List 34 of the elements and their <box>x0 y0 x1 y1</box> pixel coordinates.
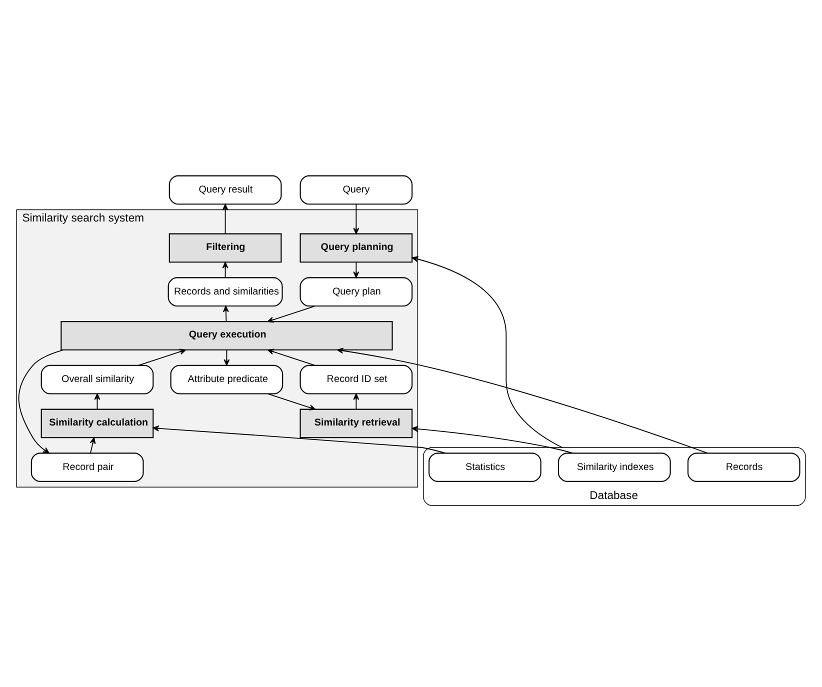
node-box: Overall similarity <box>40 364 154 394</box>
arrow <box>224 350 230 366</box>
node-box: Filtering <box>168 233 282 263</box>
node-box: Query result <box>168 175 282 205</box>
arrow <box>353 394 360 410</box>
arrow <box>222 306 229 322</box>
arrow <box>353 262 360 278</box>
node-box: Records <box>687 452 800 482</box>
node-box: Record pair <box>30 452 144 482</box>
arrow <box>138 348 186 366</box>
node-box: Similarity indexes <box>558 452 671 482</box>
arrow <box>267 306 316 323</box>
node-box: Attribute predicate <box>170 364 284 394</box>
arrow <box>152 425 446 454</box>
node-box: Records and similarities <box>168 277 283 307</box>
arrow <box>18 349 64 454</box>
arrow <box>412 426 574 454</box>
arrow <box>222 262 228 278</box>
arrow <box>267 393 316 410</box>
node-box: Similarity calculation <box>40 408 154 438</box>
arrow <box>336 348 708 454</box>
arrow <box>90 437 96 454</box>
node-box: Query execution <box>60 321 393 350</box>
node-box: Similarity retrieval <box>300 408 413 438</box>
node-box: Query planning <box>300 233 413 263</box>
node-box: Query <box>300 175 413 205</box>
node-box: Statistics <box>428 452 542 482</box>
node-box: Query plan <box>300 277 413 307</box>
node-box: Record ID set <box>300 364 413 394</box>
arrow <box>94 394 100 410</box>
arrow <box>222 204 228 234</box>
arrow <box>353 204 360 234</box>
arrow <box>267 348 316 366</box>
arrow <box>412 256 563 448</box>
